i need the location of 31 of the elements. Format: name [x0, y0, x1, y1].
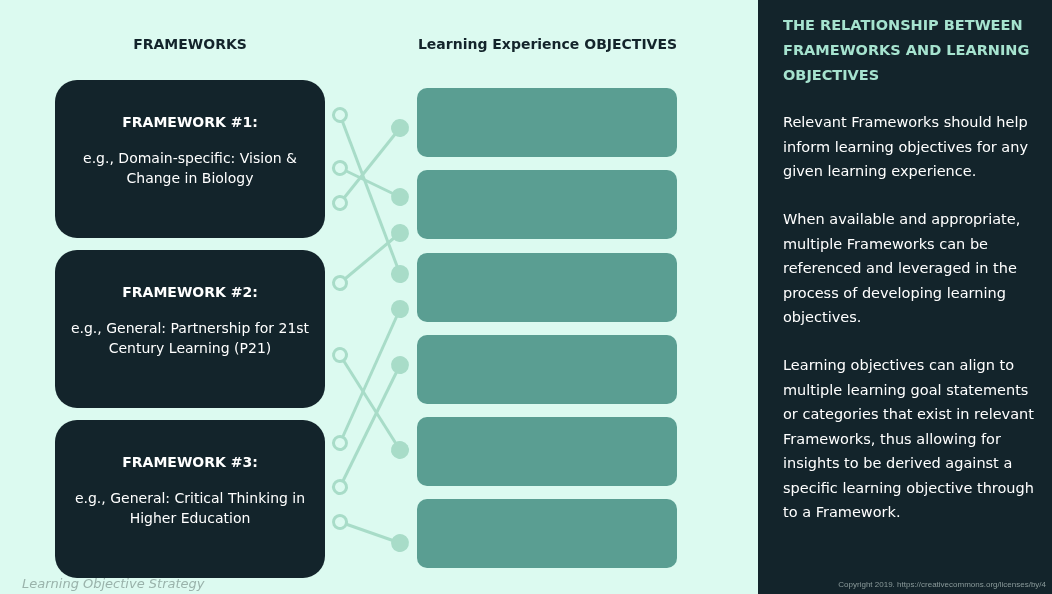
connector-line	[332, 160, 409, 206]
panel-paragraph: When available and appropriate, multiple Frameworks can be referenced and leveraged in the process of developing learning objectives.	[783, 210, 1022, 327]
framework-heading: FRAMEWORK #2:	[122, 284, 258, 300]
column-heading: FRAMEWORKS	[132, 36, 248, 52]
panel-paragraph: Learning objectives can align to multiple learning goal statements or categories that exist in relevant Frameworks, thus allowing for insights to be derived against a specific learning objective through to a Framework.	[783, 356, 1035, 522]
objective-box	[417, 417, 677, 486]
framework-description: e.g., Domain-specific: Vision & Change in Biology	[82, 149, 298, 188]
copyright-text: Copyright 2019. https://creativecommons.org/licenses/by/4	[838, 580, 1046, 589]
connector-line	[332, 514, 409, 552]
framework-description: e.g., General: Partnership for 21st Century Learning (P21)	[69, 319, 311, 358]
panel-heading: THE RELATIONSHIP BETWEEN FRAMEWORKS AND LEARNING OBJECTIVES	[783, 16, 1031, 85]
objective-box	[417, 170, 677, 239]
objective-box	[417, 499, 677, 568]
connector-line	[332, 347, 409, 459]
connector-line	[332, 119, 409, 211]
framework-heading: FRAMEWORK #1:	[122, 114, 258, 130]
framework-box	[55, 250, 325, 408]
objective-box	[417, 88, 677, 157]
framework-description: e.g., General: Critical Thinking in Higher Education	[73, 489, 307, 528]
connector-line	[332, 107, 409, 283]
connector-line	[332, 356, 409, 495]
framework-box	[55, 420, 325, 578]
framework-box	[55, 80, 325, 238]
column-heading: Learning Experience OBJECTIVES	[416, 36, 679, 52]
connector-line	[332, 224, 409, 291]
connector-line	[332, 300, 409, 451]
objective-box	[417, 335, 677, 404]
panel-paragraph: Relevant Frameworks should help inform learning objectives for any given learning experience.	[783, 113, 1029, 181]
objective-box	[417, 253, 677, 322]
framework-heading: FRAMEWORK #3:	[122, 454, 258, 470]
footer-text: Learning Objective Strategy	[22, 576, 205, 591]
